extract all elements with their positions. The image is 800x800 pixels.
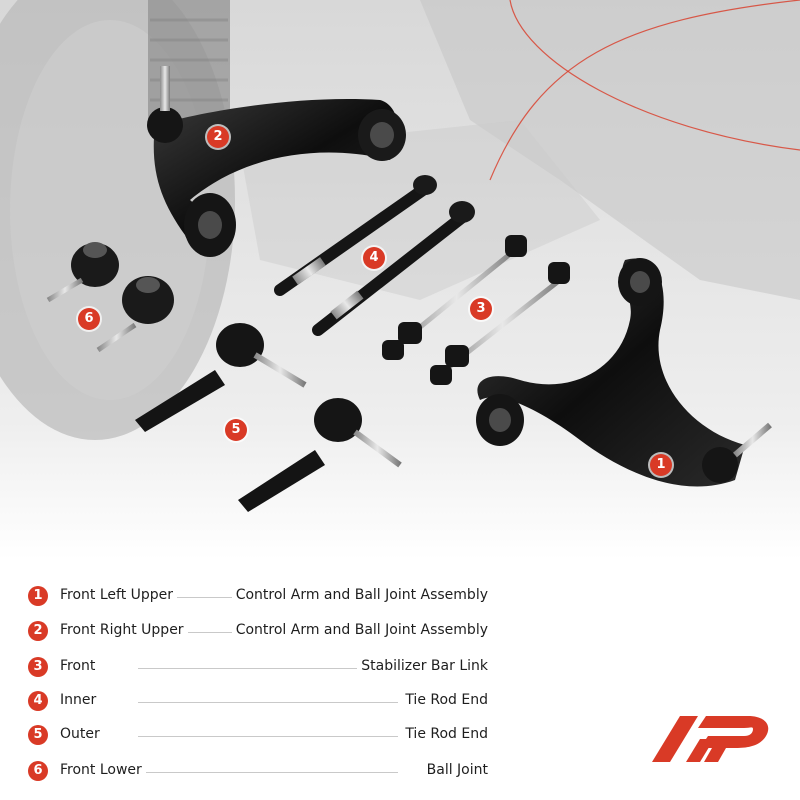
legend-position: Front Left Upper — [60, 587, 178, 603]
legend-number-badge: 1 — [28, 586, 48, 606]
outer-tie-rod-ends — [135, 323, 402, 512]
callout-part-6: 6 — [78, 308, 100, 330]
legend-part-name: Ball Joint — [422, 762, 488, 778]
legend-row: 4 Inner Tie Rod End — [28, 689, 488, 713]
legend-position: Front — [60, 658, 100, 674]
legend-part-name: Tie Rod End — [401, 692, 488, 708]
legend-row: 5 Outer Tie Rod End — [28, 723, 488, 747]
parts-scene — [0, 0, 800, 560]
legend-position: Front Lower — [60, 762, 146, 778]
frame-shape — [420, 0, 800, 300]
legend-row: 2 Front Right Upper Control Arm and Ball… — [28, 619, 488, 643]
legend-number-badge: 6 — [28, 761, 48, 781]
callout-part-2: 2 — [207, 126, 229, 148]
legend-row: 1 Front Left Upper Control Arm and Ball … — [28, 584, 488, 608]
legend-part-name: Stabilizer Bar Link — [357, 658, 488, 674]
callout-part-5: 5 — [225, 419, 247, 441]
legend-row: 6 Front Lower Ball Joint — [28, 759, 488, 783]
legend-part-name: Tie Rod End — [401, 726, 488, 742]
legend-number-badge: 2 — [28, 621, 48, 641]
stabilizer-bar-links — [382, 235, 570, 385]
legend-part-name: Control Arm and Ball Joint Assembly — [231, 622, 488, 638]
callout-part-4: 4 — [363, 247, 385, 269]
parts-legend: 1 Front Left Upper Control Arm and Ball … — [0, 560, 800, 800]
upper-control-arm-left — [476, 258, 772, 487]
legend-position: Front Right Upper — [60, 622, 188, 638]
inner-tie-rod-ends — [274, 175, 475, 336]
legend-part-name: Control Arm and Ball Joint Assembly — [231, 587, 488, 603]
a-premium-logo-icon — [652, 716, 769, 762]
callout-part-3: 3 — [470, 298, 492, 320]
legend-position: Outer — [60, 726, 104, 742]
legend-number-badge: 3 — [28, 657, 48, 677]
lower-ball-joints — [46, 242, 174, 353]
legend-number-badge: 4 — [28, 691, 48, 711]
callout-part-1: 1 — [650, 454, 672, 476]
legend-position: Inner — [60, 692, 101, 708]
legend-number-badge: 5 — [28, 725, 48, 745]
legend-row: 3 Front Stabilizer Bar Link — [28, 655, 488, 679]
